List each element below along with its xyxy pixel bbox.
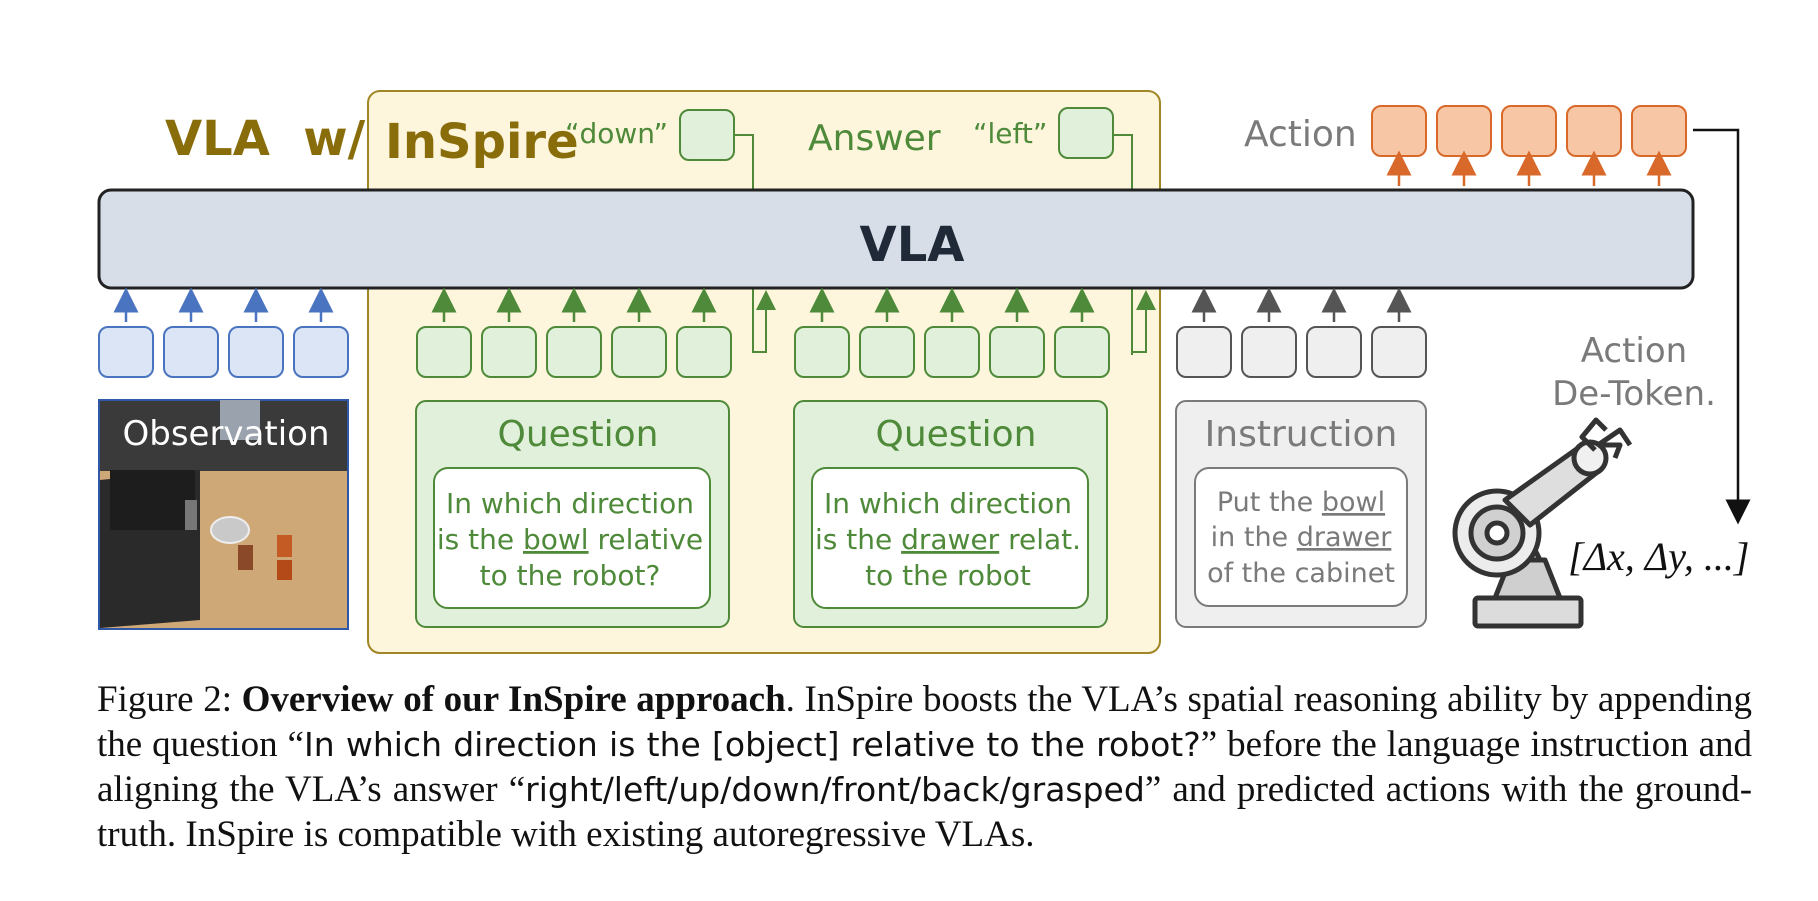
question-1-token — [546, 326, 602, 378]
question-box-1: Question In which direction is the bowl … — [415, 400, 730, 628]
feedback-input-2 — [1132, 290, 1156, 353]
answer-label: Answer — [808, 118, 941, 159]
question-2-title: Question — [875, 414, 1036, 455]
svg-text:is the bowl relative: is the bowl relative — [437, 523, 703, 556]
question-1-line2-post: relative — [589, 523, 704, 556]
question-2-token — [924, 326, 980, 378]
vla-label: VLA — [860, 217, 965, 273]
action-token — [1566, 105, 1622, 157]
robot-arm-icon — [1452, 417, 1633, 629]
svg-text:to the robot?: to the robot? — [480, 559, 661, 592]
detoken-arrow — [1693, 128, 1751, 525]
svg-text:In which direction: In which direction — [446, 487, 694, 520]
question-box-2: Question In which direction is the drawe… — [793, 400, 1108, 628]
detoken-label-line2: De-Token. — [1552, 374, 1716, 414]
svg-text:is the drawer relat.: is the drawer relat. — [815, 523, 1081, 556]
instruction-line3: of the cabinet — [1207, 558, 1395, 589]
instruction-line1-pre: Put the — [1217, 487, 1322, 518]
caption-lead: Figure 2: — [97, 679, 242, 720]
caption-text-2: ” before the language instruction and al… — [97, 724, 1752, 810]
caption-text-3: ” and predicted actions with the ground-… — [97, 769, 1753, 855]
inspire-overview-figure: VLA w/ InSpire Answer “down” “left” Acti… — [97, 90, 1751, 654]
question-1-token — [611, 326, 667, 378]
question-1-line2-pre: is the — [437, 523, 523, 556]
question-1-line1: In which direction — [446, 487, 694, 520]
action-token — [1631, 105, 1687, 157]
action-tokens — [1371, 105, 1687, 186]
instruction-token — [1371, 326, 1427, 378]
question-1-title: Question — [497, 414, 658, 455]
question-2-line2-post: relat. — [999, 523, 1081, 556]
svg-text:of the cabinet: of the cabinet — [1207, 558, 1395, 589]
delta-output: [Δx, Δy, ...] — [1568, 534, 1749, 579]
question-2-token — [989, 326, 1045, 378]
instruction-target: drawer — [1297, 522, 1392, 553]
instruction-token — [1306, 326, 1362, 378]
svg-text:to the robot: to the robot — [865, 559, 1031, 592]
detoken-label-line1: Action — [1581, 331, 1687, 371]
feedback-input-1 — [756, 290, 776, 353]
caption-bold-title: Overview of our InSpire approach — [241, 679, 786, 720]
svg-text:Put the bowl: Put the bowl — [1217, 487, 1385, 518]
figure-caption: Figure 2: Overview of our InSpire approa… — [97, 677, 1752, 857]
question-2-line2-pre: is the — [815, 523, 901, 556]
figure-title-prefix: VLA w/ — [165, 111, 366, 167]
question-2-token — [794, 326, 850, 378]
question-2-line3: to the robot — [865, 559, 1031, 592]
question-2-object: drawer — [901, 523, 1000, 556]
question-1-token — [481, 326, 537, 378]
caption-quote-answers: right/left/up/down/front/back/grasped — [525, 770, 1145, 809]
observation-token — [228, 326, 284, 378]
svg-text:in the drawer: in the drawer — [1211, 522, 1393, 553]
answer-token-down — [679, 109, 735, 161]
observation-token — [163, 326, 219, 378]
question-1-object: bowl — [523, 523, 589, 556]
figure-title-inspire: InSpire — [385, 114, 579, 170]
observation-token — [293, 326, 349, 378]
answer-token-left — [1058, 107, 1114, 159]
instruction-object: bowl — [1322, 487, 1385, 518]
instruction-line2-pre: in the — [1211, 522, 1297, 553]
answer-token-down-label: “down” — [565, 117, 668, 150]
answer-token-left-label: “left” — [973, 117, 1047, 150]
question-2-line1: In which direction — [824, 487, 1072, 520]
caption-text-1: . InSpire boosts the VLA’s spatial reaso… — [97, 679, 1752, 765]
observation-token — [98, 326, 154, 378]
action-token — [1436, 105, 1492, 157]
question-2-token — [1054, 326, 1110, 378]
question-1-token — [676, 326, 732, 378]
observation-label: Observation — [122, 414, 329, 454]
instruction-title: Instruction — [1205, 414, 1398, 455]
input-tokens — [98, 287, 1427, 378]
question-2-token — [859, 326, 915, 378]
svg-text:In which direction: In which direction — [824, 487, 1072, 520]
action-token — [1371, 105, 1427, 157]
action-label: Action — [1244, 114, 1357, 155]
observation-image: Observation — [98, 399, 349, 630]
instruction-token — [1241, 326, 1297, 378]
action-token — [1501, 105, 1557, 157]
question-1-token — [416, 326, 472, 378]
instruction-box: Instruction Put the bowl in the drawer o… — [1175, 400, 1427, 628]
caption-quote-question: In which direction is the [object] relat… — [303, 725, 1201, 764]
instruction-token — [1176, 326, 1232, 378]
question-1-line3: to the robot? — [480, 559, 661, 592]
